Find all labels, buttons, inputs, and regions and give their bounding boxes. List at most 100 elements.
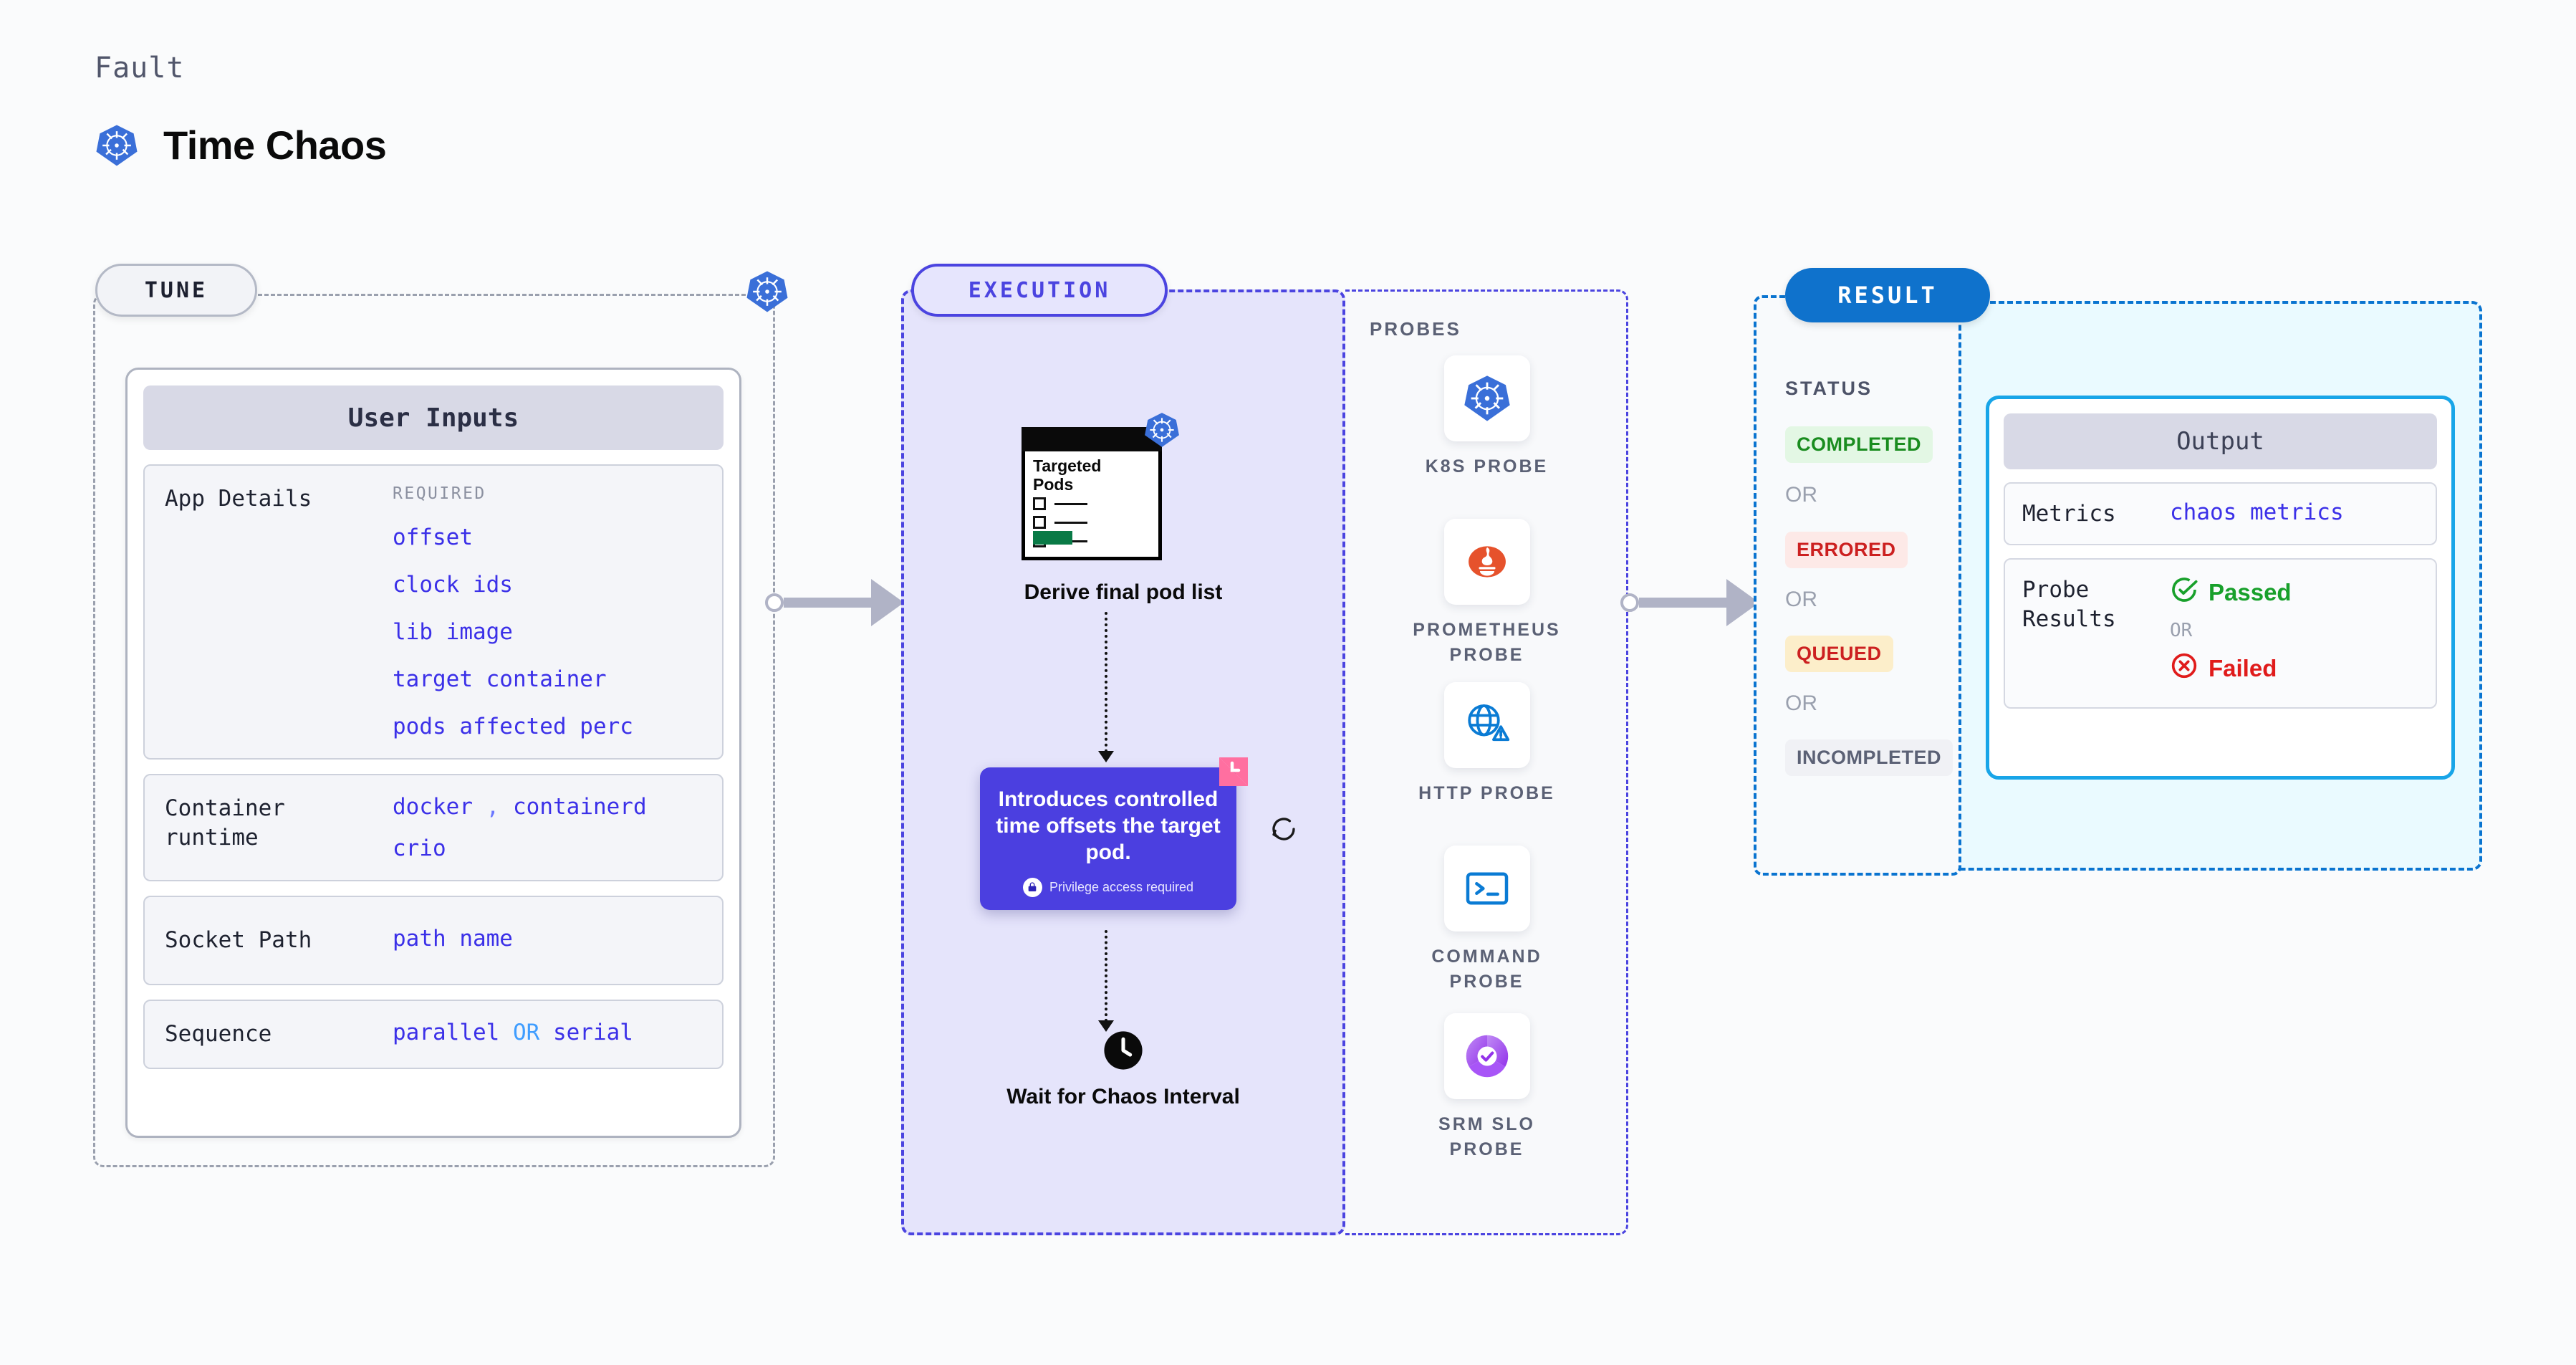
- output-card-title: Output: [2004, 413, 2437, 469]
- derive-pod-list-caption: Derive final pod list: [1024, 580, 1223, 604]
- status-or-2: OR: [1785, 588, 1817, 611]
- clock-icon: [1102, 1030, 1144, 1075]
- metrics-value[interactable]: chaos metrics: [2170, 499, 2344, 525]
- status-badge-incompleted: INCOMPLETED: [1785, 739, 1953, 776]
- flow-arrow-2: [1098, 1020, 1114, 1032]
- required-tag: REQUIRED: [393, 484, 486, 503]
- flow-line-1: [1105, 612, 1107, 752]
- status-or-1: OR: [1785, 483, 1817, 507]
- output-row-probe-results: Probe Results Passed OR: [2004, 558, 2437, 709]
- input-value-offset[interactable]: offset: [393, 525, 473, 550]
- sequence-serial[interactable]: serial: [552, 1019, 633, 1045]
- page-kicker: Fault: [95, 52, 185, 85]
- flow-arrow-1: [1098, 751, 1114, 762]
- user-input-row-container-runtime: Container runtime docker , containerd cr…: [143, 774, 724, 881]
- probes-content: PROBES K8S PROBE: [1345, 289, 1628, 1235]
- runtime-docker[interactable]: docker: [393, 794, 473, 820]
- probe-srm-slo[interactable]: SRM SLO PROBE: [1345, 1013, 1628, 1162]
- checkbox-icon: [1033, 516, 1046, 529]
- probe-result-passed: Passed: [2170, 575, 2292, 610]
- probe-results-label: Probe Results: [2022, 577, 2116, 632]
- tune-stage-pill[interactable]: TUNE: [95, 264, 257, 317]
- connector-start-dot: [1620, 593, 1639, 612]
- pods-progress-bar: [1033, 531, 1072, 545]
- probe-result-or: OR: [2170, 620, 2193, 642]
- page-title: Time Chaos: [163, 123, 387, 168]
- probe-label: PROMETHEUS PROBE: [1413, 620, 1561, 665]
- probe-label: K8S PROBE: [1425, 456, 1549, 476]
- status-or-3: OR: [1785, 691, 1817, 715]
- probe-result-failed: Failed: [2170, 651, 2292, 686]
- execution-content: Targeted Pods: [901, 289, 1345, 1235]
- execution-stage-pill[interactable]: EXECUTION: [911, 264, 1168, 317]
- probe-http[interactable]: HTTP PROBE: [1345, 682, 1628, 806]
- row-label: Sequence: [165, 1020, 272, 1047]
- page-title-row: Time Chaos: [95, 122, 387, 168]
- tooltip-text: Introduces controlled time offsets the t…: [996, 787, 1221, 865]
- x-circle-icon: [2170, 651, 2198, 686]
- row-label: Container runtime: [165, 795, 285, 851]
- pods-list-item: [1033, 516, 1087, 529]
- passed-label: Passed: [2209, 579, 2292, 606]
- user-inputs-title: User Inputs: [143, 385, 724, 450]
- probe-command[interactable]: COMMAND PROBE: [1345, 846, 1628, 994]
- user-input-row-socket-path: Socket Path path name: [143, 896, 724, 985]
- wait-for-chaos-caption: Wait for Chaos Interval: [1006, 1085, 1240, 1108]
- metrics-label: Metrics: [2022, 501, 2116, 527]
- time-chaos-flag-icon: [1215, 753, 1252, 794]
- kubernetes-icon: [95, 123, 139, 168]
- targeted-pods-title: Targeted Pods: [1033, 456, 1102, 494]
- pods-card-titlebar: [1022, 427, 1162, 451]
- kubernetes-badge-icon: [745, 269, 789, 317]
- probe-prometheus[interactable]: PROMETHEUS PROBE: [1345, 519, 1628, 667]
- check-circle-icon: [2170, 575, 2198, 610]
- probe-k8s[interactable]: K8S PROBE: [1345, 355, 1628, 479]
- result-stage-pill[interactable]: RESULT: [1785, 268, 1990, 322]
- probes-section-title: PROBES: [1370, 318, 1461, 340]
- input-value-lib-image[interactable]: lib image: [393, 619, 513, 645]
- output-card: Output Metrics chaos metrics Probe Resul…: [1986, 396, 2455, 780]
- container-runtime-values-line1[interactable]: docker , containerd: [393, 794, 702, 820]
- terminal-icon: [1443, 846, 1530, 931]
- status-badge-completed: COMPLETED: [1785, 426, 1933, 463]
- socket-path-value[interactable]: path name: [393, 926, 513, 952]
- input-value-clock-ids[interactable]: clock ids: [393, 572, 513, 598]
- lock-icon: [1022, 877, 1042, 897]
- targeted-pods-card: Targeted Pods: [1022, 413, 1179, 560]
- privilege-note: Privilege access required: [996, 877, 1221, 897]
- connector-bar: [1639, 598, 1726, 608]
- output-row-metrics: Metrics chaos metrics: [2004, 482, 2437, 546]
- flow-line-2: [1105, 930, 1107, 1022]
- connector-bar: [784, 598, 871, 608]
- sequence-parallel[interactable]: parallel: [393, 1019, 500, 1045]
- input-value-target-container[interactable]: target container: [393, 666, 607, 692]
- sequence-or: OR: [512, 1019, 540, 1045]
- globe-warning-icon: [1443, 682, 1530, 768]
- runtime-separator: ,: [486, 794, 500, 820]
- status-badge-queued: QUEUED: [1785, 636, 1893, 672]
- connector-start-dot: [765, 593, 784, 612]
- tune-stage-boundary: [93, 294, 775, 1167]
- row-label: Socket Path: [165, 927, 312, 953]
- kubernetes-icon: [1143, 411, 1181, 452]
- sequence-values[interactable]: parallel OR serial: [393, 1020, 702, 1045]
- probe-label: COMMAND PROBE: [1431, 947, 1542, 992]
- result-stage-boundary: [1754, 295, 1961, 876]
- failed-label: Failed: [2209, 655, 2277, 682]
- connector-arrowhead: [871, 579, 904, 626]
- prometheus-icon: [1443, 519, 1530, 605]
- runtime-containerd[interactable]: containerd: [513, 794, 647, 820]
- placeholder-line: [1054, 521, 1087, 524]
- connector-tune-to-execution: [765, 579, 920, 626]
- connector-execution-to-result: [1620, 579, 1775, 626]
- user-input-row-sequence: Sequence parallel OR serial: [143, 999, 724, 1069]
- slo-donut-icon: [1443, 1013, 1530, 1099]
- status-title: STATUS: [1785, 378, 1873, 399]
- probe-label: HTTP PROBE: [1418, 783, 1555, 803]
- input-value-pods-affected-perc[interactable]: pods affected perc: [393, 714, 633, 739]
- checkbox-icon: [1033, 497, 1046, 510]
- runtime-crio[interactable]: crio: [393, 835, 446, 861]
- refresh-icon: [1269, 814, 1299, 848]
- row-label: App Details: [165, 486, 312, 512]
